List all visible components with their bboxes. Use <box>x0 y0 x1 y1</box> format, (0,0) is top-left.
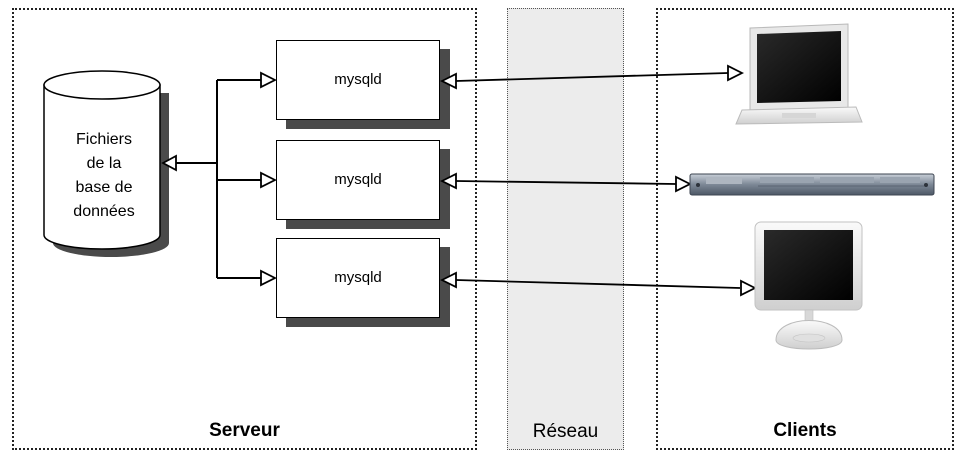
zone-serveur: Serveur <box>12 8 477 450</box>
zone-label-serveur: Serveur <box>209 420 280 441</box>
process-label: mysqld <box>334 171 382 188</box>
mysqld-process-2: mysqld <box>276 140 440 220</box>
database-label-line: données <box>73 203 135 220</box>
zone-label-clients: Clients <box>773 420 837 441</box>
zone-label-reseau: Réseau <box>532 421 599 442</box>
mysqld-process-3: mysqld <box>276 238 440 318</box>
zone-reseau: Réseau <box>507 8 624 450</box>
database-label-line: base de <box>75 179 133 196</box>
database-label-line: de la <box>86 155 122 172</box>
zone-clients: Clients <box>656 8 954 450</box>
process-label: mysqld <box>334 71 382 88</box>
mysqld-process-1: mysqld <box>276 40 440 120</box>
database-label-line: Fichiers <box>75 131 132 148</box>
database-label: Fichiers de la base de données <box>46 128 162 224</box>
process-label: mysqld <box>334 269 382 286</box>
